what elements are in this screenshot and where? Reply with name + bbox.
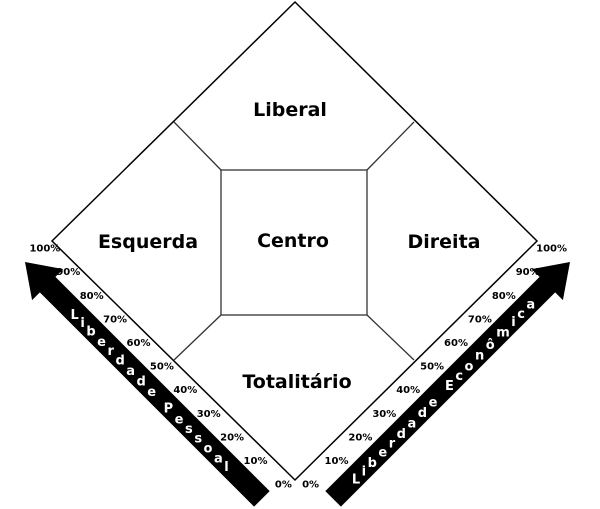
divider-top-right: [366, 121, 415, 171]
right-axis-arrow: [325, 262, 570, 507]
right-axis-label-letter: d: [418, 406, 427, 421]
left-tick-label: 70%: [103, 314, 127, 325]
right-axis-ticks: 0% 10% 20% 30% 40% 50% 60% 70% 80% 90% 100%: [302, 244, 567, 491]
left-tick-label: 100%: [29, 244, 60, 255]
right-axis-label-letter: d: [397, 427, 406, 442]
region-liberal: Liberal: [253, 99, 327, 121]
left-tick-label: 80%: [80, 291, 104, 302]
right-axis-label-letter: o: [465, 359, 474, 374]
right-axis-label-letter: n: [475, 349, 484, 364]
left-axis-label-letter: P: [164, 402, 174, 417]
right-axis-label-letter: r: [389, 436, 396, 451]
left-axis-label-letter: a: [126, 364, 135, 379]
right-tick-label: 50%: [420, 362, 444, 373]
left-axis-label-letter: l: [224, 460, 228, 475]
right-axis-label-letter: ô: [486, 338, 495, 353]
left-arrow-shape: [25, 262, 270, 507]
left-tick-label: 90%: [56, 267, 80, 278]
left-tick-label: 30%: [197, 409, 221, 420]
right-tick-label: 10%: [325, 456, 349, 467]
right-axis-label-letter: c: [455, 369, 463, 384]
right-axis-label-letter: m: [496, 325, 510, 340]
region-centro: Centro: [257, 230, 329, 252]
right-axis-label-letter: e: [429, 395, 438, 410]
right-axis-label-letter: b: [368, 456, 377, 471]
right-tick-label: 70%: [468, 314, 492, 325]
left-tick-label: 50%: [150, 362, 174, 373]
divider-bottom-left: [173, 314, 222, 361]
left-tick-label: 20%: [220, 432, 244, 443]
right-tick-label: 30%: [372, 409, 396, 420]
right-tick-label: 40%: [396, 385, 420, 396]
right-axis-label-letter: c: [517, 307, 525, 322]
right-tick-label: 60%: [444, 338, 468, 349]
right-axis-label-letter: i: [362, 464, 366, 479]
divider-bottom-right: [366, 314, 415, 361]
right-tick-label: 80%: [492, 291, 516, 302]
left-axis-ticks: 0% 10% 20% 30% 40% 50% 60% 70% 80% 90% 100%: [29, 244, 291, 491]
left-axis-label-letter: d: [115, 353, 124, 368]
left-axis-label-letter: i: [80, 316, 84, 331]
left-axis-label-letter: L: [71, 308, 79, 323]
left-axis-label-letter: e: [97, 335, 106, 350]
right-tick-label: 20%: [348, 432, 372, 443]
right-axis-label-letter: a: [526, 298, 535, 313]
right-tick-label: 90%: [516, 267, 540, 278]
left-tick-label: 60%: [127, 338, 151, 349]
left-tick-label: 40%: [173, 385, 197, 396]
left-axis-label-letter: e: [175, 412, 184, 427]
left-tick-label: 0%: [275, 480, 292, 491]
left-axis-label-letter: d: [137, 375, 146, 390]
left-axis-label-letter: b: [86, 324, 95, 339]
left-axis-label-letter: e: [147, 385, 156, 400]
right-axis-label-letter: i: [511, 315, 515, 330]
right-tick-label: 100%: [536, 244, 567, 255]
left-tick-label: 10%: [244, 456, 268, 467]
left-axis-label-letter: a: [214, 452, 223, 467]
region-esquerda: Esquerda: [98, 231, 198, 253]
left-axis-label-letter: r: [107, 344, 114, 359]
divider-top-left: [173, 121, 222, 171]
right-axis-label-letter: L: [352, 472, 360, 487]
left-axis-label-letter: o: [204, 441, 213, 456]
right-axis-label-letter: a: [408, 416, 417, 431]
outer-diamond: [50, 0, 539, 482]
left-axis-label-letter: s: [185, 422, 193, 437]
right-arrow-shape: [325, 262, 570, 507]
region-totalitario: Totalitário: [242, 371, 351, 393]
right-axis-label-letter: E: [445, 379, 454, 394]
left-axis-label-letter: s: [194, 432, 202, 447]
right-tick-label: 0%: [302, 480, 319, 491]
center-square: [220, 169, 368, 316]
left-axis-arrow: [25, 262, 270, 507]
region-direita: Direita: [408, 231, 481, 253]
right-axis-label-letter: e: [378, 446, 387, 461]
